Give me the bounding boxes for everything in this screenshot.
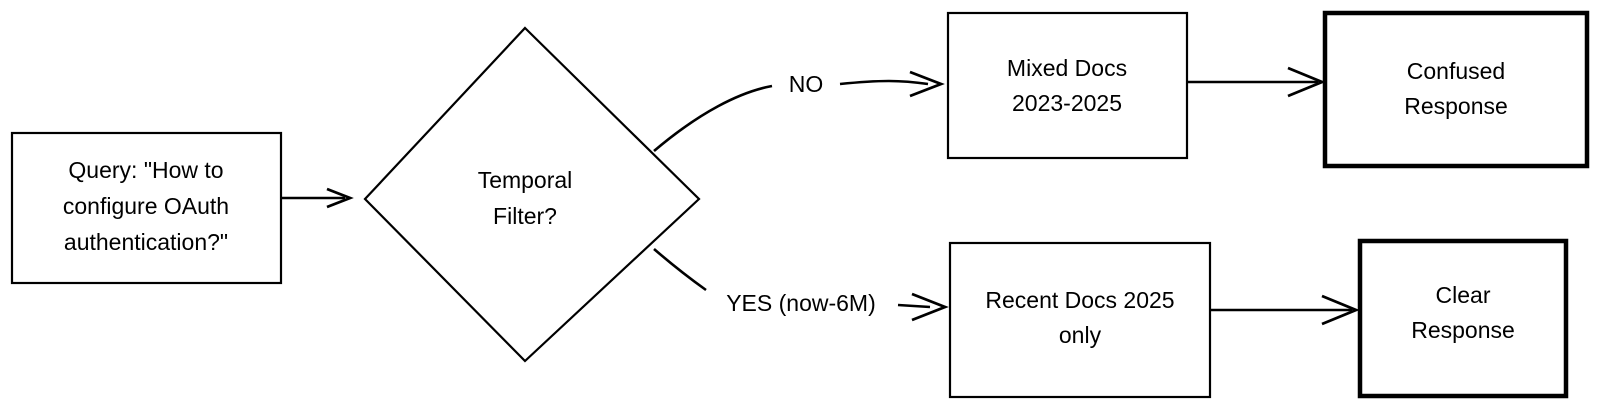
node-mixed-docs-shape xyxy=(946,11,1189,160)
node-decision-line-1: Temporal xyxy=(478,167,573,193)
edge-label-yes: YES (now-6M) xyxy=(726,290,876,316)
node-decision-shape xyxy=(363,26,701,363)
node-confused-response-line-1: Confused xyxy=(1407,58,1505,84)
arrow-head-icon xyxy=(909,70,945,98)
node-confused-response-line-2: Response xyxy=(1404,93,1508,119)
node-clear-response[interactable]: Clear Response xyxy=(1357,238,1569,399)
node-recent-docs[interactable]: Recent Docs 2025 only xyxy=(948,241,1212,399)
node-confused-response[interactable]: Confused Response xyxy=(1322,10,1590,169)
node-mixed-docs[interactable]: Mixed Docs 2023-2025 xyxy=(946,11,1189,160)
node-query-line-1: Query: "How to xyxy=(68,157,223,183)
edge-line xyxy=(897,303,931,309)
edge-mixed-to-confused xyxy=(1187,66,1326,98)
arrow-head-icon xyxy=(1321,294,1360,326)
edge-recent-to-clear xyxy=(1210,294,1360,326)
node-recent-docs-line-2: only xyxy=(1059,322,1102,348)
node-query[interactable]: Query: "How to configure OAuth authentic… xyxy=(10,131,283,285)
node-decision-line-2: Filter? xyxy=(493,203,557,229)
node-query-shape xyxy=(10,131,283,285)
node-clear-response-line-2: Response xyxy=(1411,317,1515,343)
node-clear-response-shape xyxy=(1357,238,1569,399)
node-mixed-docs-line-1: Mixed Docs xyxy=(1007,55,1127,81)
node-temporal-filter-decision[interactable]: Temporal Filter? xyxy=(363,26,701,363)
arrow-head-icon xyxy=(326,187,354,209)
arrow-head-icon xyxy=(911,292,949,322)
edge-line xyxy=(653,248,707,292)
node-recent-docs-line-1: Recent Docs 2025 xyxy=(985,287,1174,313)
edge-line xyxy=(839,79,929,86)
node-clear-response-line-1: Clear xyxy=(1436,282,1491,308)
edge-decision-to-recent: YES (now-6M) xyxy=(653,248,949,322)
node-confused-response-shape xyxy=(1322,10,1590,169)
edge-query-to-decision xyxy=(281,187,354,209)
node-query-line-3: authentication?" xyxy=(64,229,228,255)
node-query-line-2: configure OAuth xyxy=(63,193,229,219)
node-recent-docs-shape xyxy=(948,241,1212,399)
node-mixed-docs-line-2: 2023-2025 xyxy=(1012,90,1122,116)
edge-decision-to-mixed: NO xyxy=(653,70,945,152)
arrow-head-icon xyxy=(1287,66,1326,98)
edge-label-no: NO xyxy=(789,71,824,97)
edge-line xyxy=(653,84,773,152)
